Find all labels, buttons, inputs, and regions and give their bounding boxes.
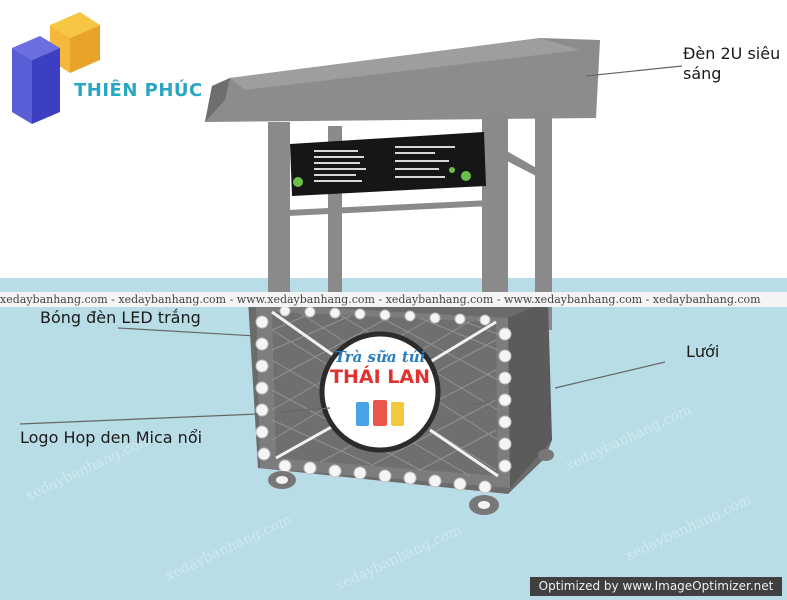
drink-cups-icon — [356, 400, 404, 426]
light-label: Đèn 2U siêu sáng — [683, 44, 781, 83]
brand-logo-icon — [12, 12, 100, 124]
brand-name: THIÊN PHÚC — [74, 80, 203, 101]
logo-box-label: Logo Hop den Mica nổi — [20, 428, 203, 447]
sign-line2: THÁI LAN — [330, 366, 430, 388]
led-label: Bóng đèn LED trắng — [40, 308, 201, 327]
sign-line1: Trà sữa túi — [334, 348, 426, 366]
optimizer-banner: Optimized by www.ImageOptimizer.net — [530, 577, 782, 596]
logo-light-box — [319, 331, 441, 453]
cart-body — [248, 296, 554, 515]
callout-lines — [19, 65, 683, 425]
watermark-strip: xedaybanhang.com - xedaybanhang.com - ww… — [0, 292, 787, 307]
net-label: Lưới — [686, 342, 720, 361]
cart-wheels — [268, 449, 554, 515]
cart-roof — [205, 38, 600, 122]
menu-board — [290, 132, 486, 196]
